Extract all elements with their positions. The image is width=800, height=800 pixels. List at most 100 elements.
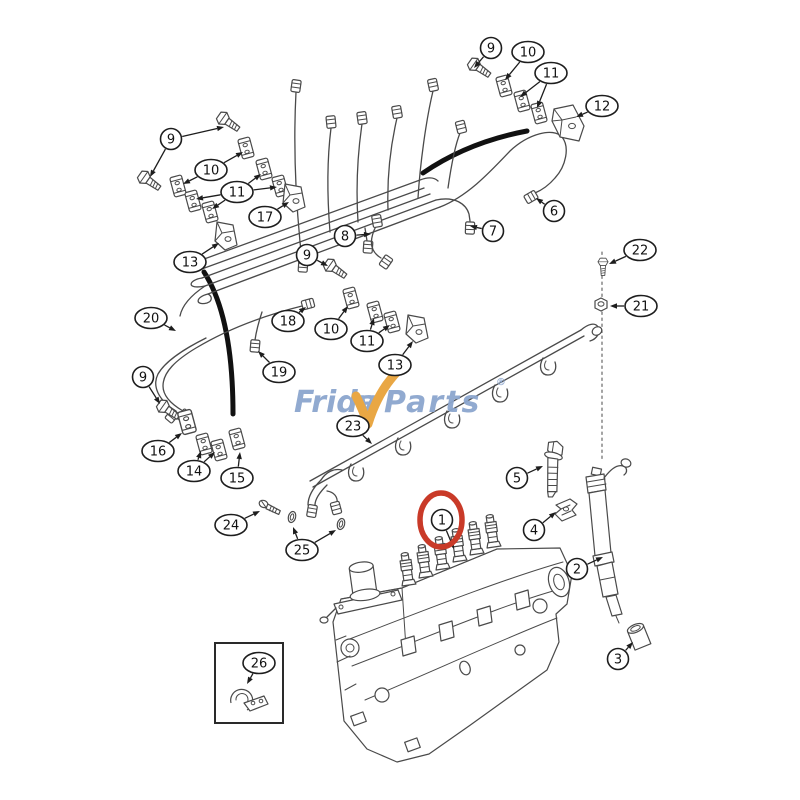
callout-bubble xyxy=(350,329,384,353)
callout-bubble xyxy=(511,40,545,64)
callout-11: 11 xyxy=(196,174,277,209)
callout-26: 26 xyxy=(242,651,276,684)
callout-13: 13 xyxy=(378,341,413,377)
leader-line xyxy=(615,255,627,262)
callout-number: 10 xyxy=(203,164,220,179)
leader-line xyxy=(538,83,548,102)
leader-line xyxy=(478,56,485,64)
leader-line xyxy=(476,226,482,230)
callout-9: 9 xyxy=(295,243,328,267)
leader-arrowhead xyxy=(269,185,277,191)
callout-bubble xyxy=(314,317,348,341)
callout-bubble xyxy=(159,127,183,151)
leader-line xyxy=(244,513,254,519)
hardware-bottom-left xyxy=(154,397,347,531)
callout-bubble xyxy=(271,309,305,333)
leader-line xyxy=(152,148,167,172)
callout-bubble xyxy=(565,557,589,581)
leader-arrowhead xyxy=(252,511,260,517)
callout-number: 25 xyxy=(294,544,311,559)
callout-number: 11 xyxy=(359,335,376,350)
leader-line xyxy=(298,310,301,313)
callout-number: 26 xyxy=(251,657,268,672)
callout-number: 10 xyxy=(520,46,537,61)
leader-line xyxy=(247,177,256,185)
leader-line xyxy=(223,154,238,164)
callout-number: 12 xyxy=(594,100,611,115)
callout-13: 13 xyxy=(173,243,219,274)
leader-arrowhead xyxy=(293,527,299,535)
callout-bubble xyxy=(481,219,505,243)
watermark-text-parts: Parts xyxy=(384,385,481,420)
leader-line xyxy=(253,187,271,191)
leader-arrowhead xyxy=(258,351,265,358)
callout-number: 24 xyxy=(223,519,240,534)
callout-number: 11 xyxy=(543,67,560,82)
callout-bubble xyxy=(522,518,546,542)
leader-arrowhead xyxy=(595,557,603,563)
leader-line xyxy=(625,646,629,651)
callout-number: 14 xyxy=(186,465,203,480)
callout-bubble xyxy=(177,459,211,483)
leader-arrowhead xyxy=(196,451,202,459)
callout-number: 1 xyxy=(438,514,446,529)
fridayparts-watermark: Frida y Parts ® xyxy=(294,366,506,429)
leader-line xyxy=(445,530,452,543)
callout-bubble xyxy=(333,224,357,248)
leader-line xyxy=(362,434,368,440)
leader-line xyxy=(168,436,177,444)
leader-arrowhead xyxy=(236,452,242,460)
leader-line xyxy=(217,199,226,206)
callout-25: 25 xyxy=(285,527,336,562)
leader-arrowhead xyxy=(212,202,220,209)
callout-number: 23 xyxy=(345,420,362,435)
callout-bubble xyxy=(295,243,319,267)
callout-15: 15 xyxy=(220,452,254,490)
callout-bubble xyxy=(505,466,529,490)
callout-number: 15 xyxy=(229,472,246,487)
callout-23: 23 xyxy=(336,414,372,444)
leader-line xyxy=(402,346,410,356)
callout-9: 9 xyxy=(474,36,503,68)
callout-number: 6 xyxy=(550,205,558,220)
callout-number: 21 xyxy=(633,300,650,315)
leader-line xyxy=(338,311,345,320)
callout-8: 8 xyxy=(333,224,371,248)
callout-1: 1 xyxy=(417,490,465,550)
callout-14: 14 xyxy=(177,451,215,483)
injector-hardware-column xyxy=(594,251,609,463)
callout-17: 17 xyxy=(248,202,289,229)
callout-number: 9 xyxy=(167,133,175,148)
leader-arrowhead xyxy=(298,307,306,314)
leader-line xyxy=(525,81,541,94)
injection-pump xyxy=(319,513,573,763)
callout-number: 9 xyxy=(303,249,311,264)
leader-arrowhead xyxy=(153,396,160,404)
callout-22: 22 xyxy=(609,238,657,264)
leader-arrowhead xyxy=(341,306,348,314)
leader-arrowhead xyxy=(610,303,617,309)
leader-arrowhead xyxy=(183,178,191,184)
callout-9: 9 xyxy=(150,125,224,177)
callout-bubble xyxy=(285,538,319,562)
boxed-clamp-26 xyxy=(214,642,284,724)
leader-arrowhead xyxy=(363,231,371,238)
callout-number: 4 xyxy=(530,524,538,539)
callout-bubble xyxy=(606,647,630,671)
highlight-red-circle xyxy=(417,490,465,550)
leader-arrowhead xyxy=(235,152,243,158)
leader-line xyxy=(277,205,284,210)
leader-line xyxy=(188,176,198,182)
leader-arrowhead xyxy=(505,72,512,80)
leader-arrowhead xyxy=(168,325,176,331)
callout-number: 9 xyxy=(487,42,495,57)
callout-number: 13 xyxy=(387,359,404,374)
fuel-injector-group xyxy=(544,440,652,651)
callout-bubble xyxy=(479,36,503,60)
callout-number: 17 xyxy=(257,211,274,226)
callout-10: 10 xyxy=(505,40,545,80)
callout-bubble xyxy=(194,158,228,182)
callout-bubble xyxy=(248,205,282,229)
